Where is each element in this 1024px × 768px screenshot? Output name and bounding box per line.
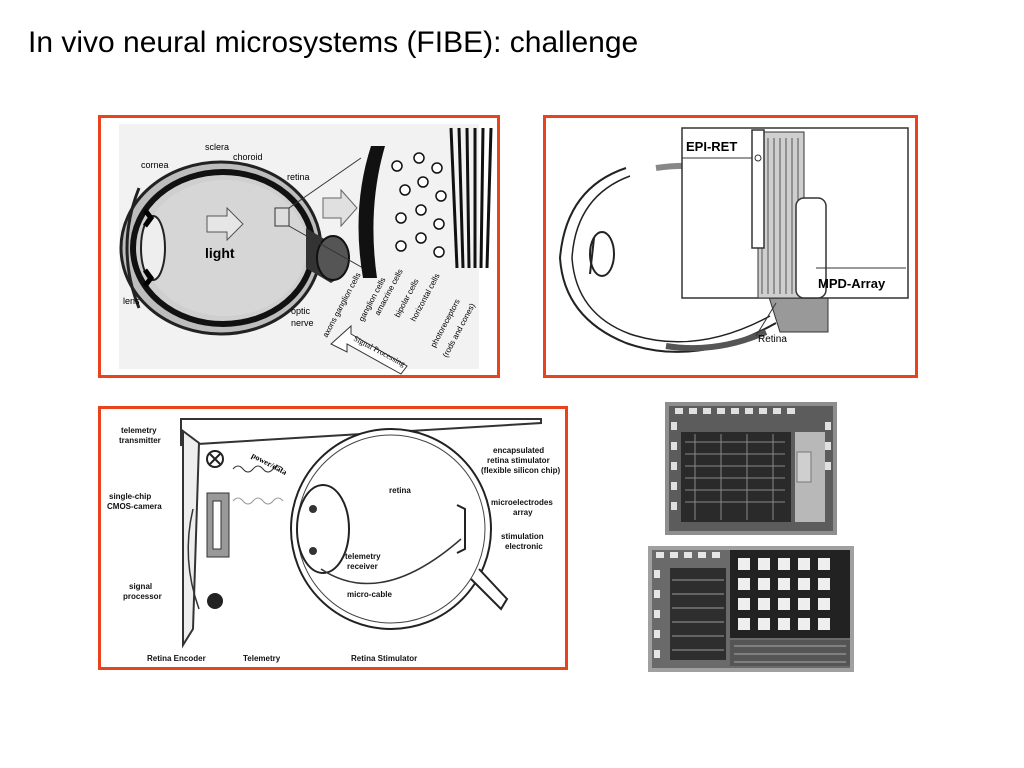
label-camera-2: CMOS-camera — [107, 502, 162, 511]
label-stimulation-1: stimulation — [501, 532, 544, 541]
label-signal-processor-2: processor — [123, 592, 162, 601]
label-lens: lens — [123, 296, 140, 306]
label-encapsulated-2: retina stimulator — [487, 456, 550, 465]
label-telemetry-tx-1: telemetry — [121, 426, 157, 435]
implant-diagram: power/data telemetry transmitter single-… — [107, 418, 560, 663]
slide-title: In vivo neural microsystems (FIBE): chal… — [28, 26, 639, 59]
chip-micrograph-1-image — [665, 402, 837, 535]
label-stimulation-2: electronic — [505, 542, 543, 551]
eye-anatomy-diagram: sclera choroid cornea retina light lens … — [119, 124, 493, 375]
label-retina-stimulator: Retina Stimulator — [351, 654, 417, 663]
epiret-diagram: EPI-RET MPD-Array Retina — [552, 124, 909, 369]
label-implant-retina: retina — [389, 486, 411, 495]
epiret-panel: EPI-RET MPD-Array Retina — [543, 115, 918, 378]
eye-anatomy-panel: sclera choroid cornea retina light lens … — [98, 115, 500, 378]
label-telemetry-footer: Telemetry — [243, 654, 281, 663]
label-telemetry-tx-2: transmitter — [119, 436, 161, 445]
label-signal-processor-1: signal — [129, 582, 152, 591]
label-telemetry-rx-2: receiver — [347, 562, 378, 571]
implant-panel: power/data telemetry transmitter single-… — [98, 406, 568, 670]
label-epi-ret: EPI-RET — [686, 139, 737, 154]
label-optic-1: optic — [291, 306, 311, 316]
chip-micrograph-2-image — [648, 546, 854, 672]
label-optic-2: nerve — [291, 318, 314, 328]
label-retina: retina — [287, 172, 310, 182]
label-cornea: cornea — [141, 160, 169, 170]
label-mpd-array: MPD-Array — [818, 276, 886, 291]
label-choroid: choroid — [233, 152, 263, 162]
label-power-data: power/data — [250, 451, 288, 477]
label-encapsulated-1: encapsulated — [493, 446, 544, 455]
label-telemetry-rx-1: telemetry — [345, 552, 381, 561]
label-camera-1: single-chip — [109, 492, 151, 501]
chip-micrograph-2 — [648, 546, 854, 672]
label-encapsulated-3: (flexible silicon chip) — [481, 466, 560, 475]
label-retina-encoder: Retina Encoder — [147, 654, 206, 663]
label-sclera: sclera — [205, 142, 229, 152]
label-microelectrodes-2: array — [513, 508, 533, 517]
label-epiret-retina: Retina — [758, 334, 787, 345]
label-micro-cable: micro-cable — [347, 590, 392, 599]
label-microelectrodes-1: microelectrodes — [491, 498, 553, 507]
chip-micrograph-1 — [665, 402, 837, 535]
label-light: light — [205, 245, 235, 261]
